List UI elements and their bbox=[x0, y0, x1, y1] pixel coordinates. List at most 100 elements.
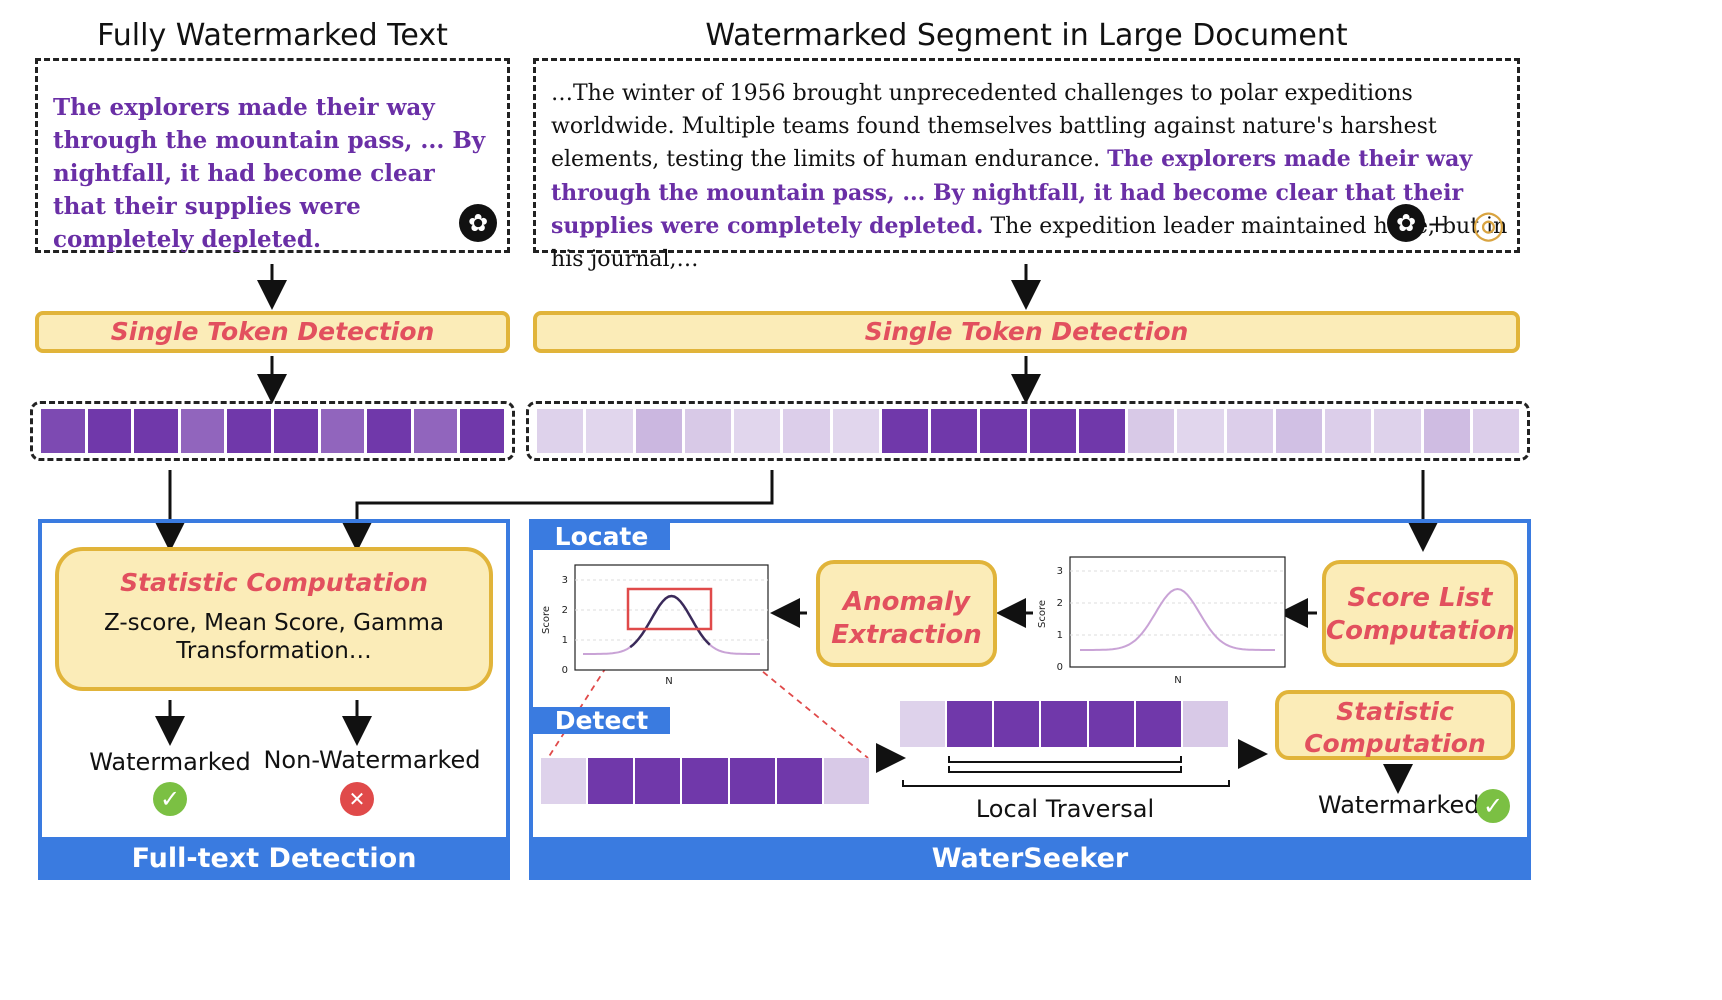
plus-sign: + bbox=[1426, 210, 1447, 238]
local-traversal-brackets bbox=[902, 756, 1230, 787]
full-text-detection-panel bbox=[38, 519, 510, 837]
token-cell bbox=[87, 409, 132, 453]
token-cell bbox=[1078, 409, 1125, 453]
locate-ylabel: Score bbox=[541, 606, 552, 634]
token-cell bbox=[684, 409, 731, 453]
anomaly-extraction-box: Anomaly Extraction bbox=[816, 560, 997, 667]
token-cell bbox=[1226, 409, 1273, 453]
token-cell bbox=[1029, 409, 1076, 453]
local-traversal-label: Local Traversal bbox=[975, 795, 1155, 823]
score-ytick-1: 1 bbox=[1057, 630, 1063, 641]
token-cell bbox=[682, 758, 728, 804]
score-list-plot: 0 1 2 3 N Score bbox=[1037, 556, 1286, 686]
token-cell bbox=[1182, 701, 1228, 747]
right-text-after: The expedition leader maintained hope, b… bbox=[551, 214, 1508, 272]
score-list-computation-label: Score List Computation bbox=[1326, 583, 1515, 646]
token-cell bbox=[460, 409, 504, 453]
token-cell bbox=[1275, 409, 1322, 453]
token-cell bbox=[1041, 701, 1087, 747]
token-cell bbox=[1325, 409, 1372, 453]
token-cell bbox=[776, 758, 822, 804]
left-single-token-detection: Single Token Detection bbox=[35, 311, 510, 353]
left-statistic-title: Statistic Computation bbox=[120, 568, 428, 597]
locate-score-plot: 0 1 2 3 N Score bbox=[541, 564, 769, 687]
token-cell bbox=[931, 409, 978, 453]
token-cell bbox=[367, 409, 411, 453]
anomaly-highlight-box bbox=[626, 587, 713, 631]
token-cell bbox=[134, 409, 178, 453]
openai-logo-icon: ✿ bbox=[459, 204, 497, 242]
token-cell bbox=[227, 409, 271, 453]
check-icon: ✓ bbox=[153, 782, 187, 816]
token-cell bbox=[900, 701, 946, 747]
score-ytick-0: 0 bbox=[1057, 662, 1063, 673]
token-cell bbox=[41, 409, 85, 453]
waterseeker-panel bbox=[529, 519, 1531, 837]
token-cell bbox=[832, 409, 879, 453]
token-cell bbox=[947, 701, 993, 747]
left-statistic-body: Z-score, Mean Score, Gamma Transformatio… bbox=[104, 610, 444, 664]
left-watermarked-text: The explorers made their way through the… bbox=[53, 94, 486, 253]
right-text-box: …The winter of 1956 brought unprecedente… bbox=[533, 58, 1520, 272]
right-result-watermarked: Watermarked bbox=[1318, 791, 1480, 819]
cross-icon: ✕ bbox=[340, 782, 374, 816]
score-ytick-2: 2 bbox=[1057, 598, 1063, 609]
token-cell bbox=[635, 758, 681, 804]
token-cell bbox=[729, 758, 775, 804]
token-cell bbox=[980, 409, 1027, 453]
locate-ytick-1: 1 bbox=[562, 635, 568, 646]
locate-ytick-3: 3 bbox=[562, 575, 568, 586]
token-cell bbox=[881, 409, 928, 453]
score-xlabel: N bbox=[1174, 675, 1181, 686]
waterseeker-label: WaterSeeker bbox=[529, 837, 1531, 880]
token-cell bbox=[734, 409, 781, 453]
token-cell bbox=[783, 409, 830, 453]
left-token-strip-frame bbox=[30, 401, 515, 461]
result-non-watermarked-label: Non-Watermarked bbox=[263, 746, 481, 774]
token-cell bbox=[1128, 409, 1175, 453]
token-cell bbox=[1088, 701, 1134, 747]
right-check-icon: ✓ bbox=[1476, 789, 1510, 823]
left-statistic-computation-box: Statistic Computation Z-score, Mean Scor… bbox=[55, 547, 493, 691]
token-cell bbox=[273, 409, 318, 453]
token-cell bbox=[1423, 409, 1470, 453]
right-document-text: …The winter of 1956 brought unprecedente… bbox=[551, 78, 1511, 276]
locate-ytick-0: 0 bbox=[562, 665, 568, 676]
left-title: Fully Watermarked Text bbox=[97, 18, 448, 53]
score-ytick-3: 3 bbox=[1057, 566, 1063, 577]
right-single-token-detection: Single Token Detection bbox=[533, 311, 1520, 353]
right-token-strip-frame bbox=[526, 401, 1530, 461]
locate-xlabel: N bbox=[665, 676, 672, 687]
token-cell bbox=[994, 701, 1040, 747]
right-token-strip bbox=[537, 409, 1519, 453]
right-text-before: …The winter of 1956 brought unprecedente… bbox=[551, 81, 1437, 172]
openai-logo-icon-right: ✿ bbox=[1387, 204, 1425, 242]
token-cell bbox=[180, 409, 225, 453]
seeker-mascot-icon: ◎ bbox=[1471, 202, 1505, 246]
token-cell bbox=[635, 409, 682, 453]
right-title: Watermarked Segment in Large Document bbox=[705, 18, 1348, 53]
token-cell bbox=[823, 758, 869, 804]
detect-token-strip bbox=[541, 758, 869, 804]
full-text-detection-label: Full-text Detection bbox=[38, 837, 510, 880]
anomaly-curve-segment bbox=[629, 594, 711, 649]
score-list-computation-box: Score List Computation bbox=[1322, 560, 1518, 667]
token-cell bbox=[537, 409, 584, 453]
token-cell bbox=[1135, 701, 1181, 747]
traverse-token-strip bbox=[900, 701, 1228, 747]
token-cell bbox=[1177, 409, 1224, 453]
result-watermarked-label: Watermarked bbox=[89, 748, 251, 776]
right-text-watermarked: The explorers made their way through the… bbox=[551, 146, 1473, 239]
locate-tag: Locate bbox=[533, 523, 670, 551]
right-statistic-computation-label: Statistic Computation bbox=[1304, 697, 1486, 758]
token-cell bbox=[541, 758, 587, 804]
left-text-box: The explorers made their way through the… bbox=[35, 58, 510, 253]
score-ylabel: Score bbox=[1037, 600, 1048, 628]
anomaly-extraction-label: Anomaly Extraction bbox=[831, 587, 982, 650]
token-cell bbox=[586, 409, 633, 453]
token-cell bbox=[320, 409, 365, 453]
right-statistic-computation-box: Statistic Computation bbox=[1275, 690, 1515, 760]
token-cell bbox=[1374, 409, 1421, 453]
detect-tag: Detect bbox=[533, 707, 670, 735]
locate-ytick-2: 2 bbox=[562, 605, 568, 616]
